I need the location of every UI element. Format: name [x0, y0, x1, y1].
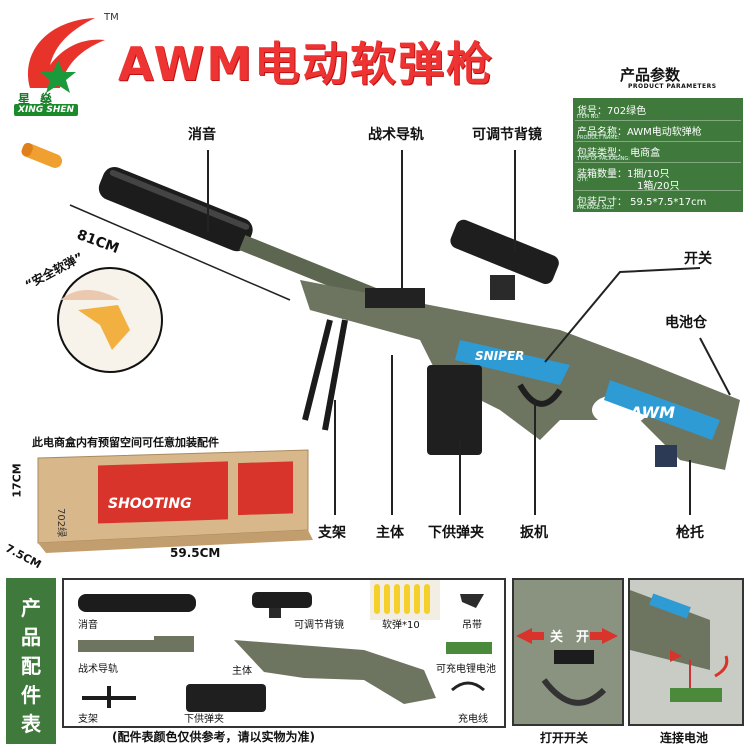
acc-body-img	[234, 640, 436, 704]
awm-decal-text: AWM	[628, 403, 675, 422]
scope-part	[450, 219, 559, 300]
callout-scope: 可调节背镜	[472, 127, 542, 143]
brand-name-cn: 星燊	[18, 92, 63, 106]
battery-photo	[628, 578, 744, 726]
acc-label-magazine: 下供弹夹	[184, 714, 224, 725]
acc-label-scope: 可调节背镜	[294, 620, 344, 631]
box-shooting-text: SHOOTING	[108, 496, 192, 512]
spec-packaging-en: TYPE OF PACKAGING:	[577, 156, 630, 162]
side-char-5: 表	[21, 712, 41, 736]
spec-packaging: 包装类型： 电商盒	[577, 148, 661, 159]
spec-heading: 产品参数	[620, 66, 681, 84]
callout-switch: 开关	[684, 251, 712, 267]
acc-label-cable: 充电线	[458, 714, 488, 725]
switch-photo: 关 开	[512, 578, 624, 726]
callout-bipod: 支架	[318, 525, 346, 541]
acc-label-rail: 战术导轨	[78, 664, 118, 675]
side-char-4: 件	[21, 683, 41, 707]
spec-package-size-en: PACKAGE SIZE:	[577, 205, 615, 211]
acc-strap-img	[460, 594, 484, 608]
tactical-rail	[365, 288, 425, 308]
gun-illustration: SNIPER AWM	[21, 142, 740, 515]
acc-magazine-img	[186, 684, 266, 712]
acc-label-bipod: 支架	[78, 714, 98, 725]
spec-heading-en: PRODUCT PARAMETERS	[628, 83, 717, 90]
acc-battery-img	[446, 642, 492, 654]
acc-label-battery: 可充电锂电池	[436, 664, 496, 675]
spec-product-name-en: PRODUCT NAME:	[577, 135, 620, 141]
acc-darts-img	[370, 580, 440, 620]
dart-projectile	[21, 142, 63, 168]
switch-on-arrow	[590, 628, 618, 644]
acc-silencer-img	[78, 594, 196, 612]
acc-label-silencer: 消音	[78, 620, 98, 631]
acc-rail-img	[78, 636, 194, 652]
acc-cable-img	[451, 681, 485, 692]
magazine-part	[427, 365, 482, 455]
trademark: TM	[104, 12, 119, 23]
brand-logo	[28, 18, 105, 93]
side-char-3: 配	[21, 654, 41, 678]
acc-label-body: 主体	[232, 666, 252, 677]
trigger-part	[517, 383, 563, 407]
spec-qty-en: QTY:	[577, 177, 589, 183]
spec-item-no-en: ITEM NO:	[577, 114, 600, 120]
sniper-decal-text: SNIPER	[475, 349, 524, 363]
callout-body: 主体	[376, 525, 404, 541]
packaging-box: SHOOTING 702绿	[37, 449, 313, 553]
callout-stock: 枪托	[676, 525, 704, 541]
box-length-dim: 59.5CM	[170, 546, 221, 560]
callout-silencer: 消音	[188, 127, 216, 143]
box-height-dim: 17CM	[10, 463, 24, 498]
box-note: 此电商盒内有预留空间可任意加装配件	[32, 436, 219, 449]
accessories-panel: 消音 战术导轨 支架 可调节背镜 主体 下供弹夹 软弹*10 吊带 可充电锂电池…	[62, 578, 506, 728]
switch-on-label: 开	[576, 630, 590, 645]
acc-label-darts: 软弹*10	[382, 620, 420, 631]
spec-box: 货号：702绿色 ITEM NO: 产品名称：AWM电动软弹枪 PRODUCT …	[573, 98, 743, 212]
switch-caption: 打开开关	[540, 731, 589, 745]
callout-trigger: 扳机	[520, 525, 548, 541]
spec-product-name: 产品名称：AWM电动软弹枪	[577, 127, 702, 138]
switch-off-arrow	[516, 628, 544, 644]
page-title: AWM电动软弹枪	[118, 37, 495, 91]
accessories-note: (配件表颜色仅供参考，请以实物为准)	[112, 730, 315, 744]
acc-label-strap: 吊带	[462, 620, 482, 631]
accessories-side-title: 产 品 配 件 表	[6, 578, 56, 744]
box-code-text: 702绿	[55, 508, 68, 537]
spec-package-size: 包装尺寸： 59.5*7.5*17cm	[577, 197, 707, 208]
battery-caption: 连接电池	[660, 731, 709, 745]
side-char-2: 品	[21, 625, 41, 649]
switch-off-label: 关	[550, 630, 564, 645]
brand-name-en: XING SHEN	[14, 104, 79, 116]
spec-item-no: 货号：702绿色	[577, 106, 647, 117]
acc-bipod-img	[82, 686, 136, 708]
callout-rail: 战术导轨	[368, 127, 424, 143]
callout-magazine: 下供弹夹	[428, 525, 484, 541]
acc-scope-img	[252, 592, 312, 618]
callout-battery-bay: 电池仓	[665, 315, 707, 331]
bipod-part	[302, 319, 348, 431]
side-char-1: 产	[21, 596, 41, 620]
silencer-part	[98, 166, 253, 252]
spec-qty: 装箱数量：1捆/10只	[577, 169, 670, 180]
accessories-drawings	[78, 580, 492, 712]
battery-bay-cap	[655, 445, 677, 467]
spec-qty-carton: 1箱/20只	[637, 181, 680, 192]
